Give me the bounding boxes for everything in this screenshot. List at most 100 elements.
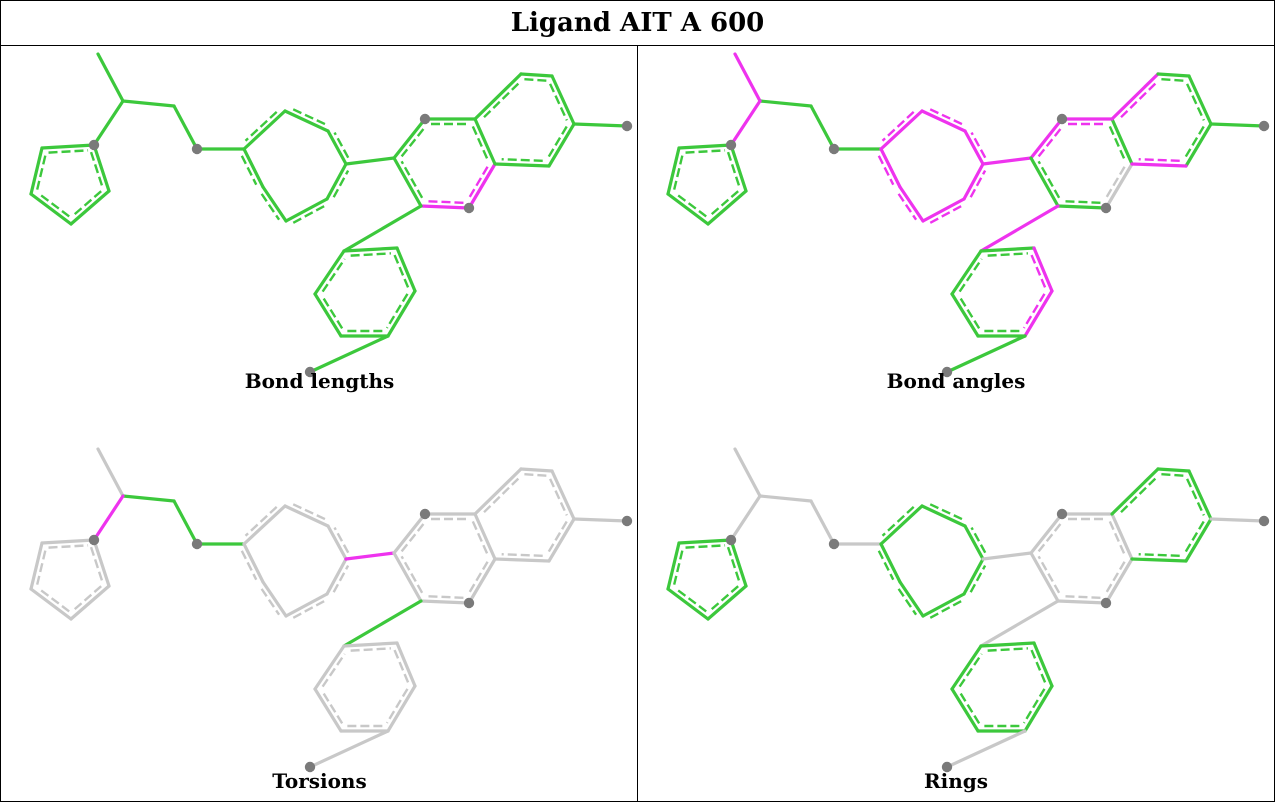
bond-dash-r2-r3 [1186, 83, 1205, 121]
bond-dash-cp4-cp5 [673, 154, 684, 190]
bond-q3-q4 [473, 117, 497, 166]
bond-dash-cp5-cp1 [685, 149, 726, 154]
atom-cp1 [725, 139, 737, 151]
bond-q4-q5 [467, 557, 497, 605]
bond-r2-r3 [1187, 74, 1213, 126]
bond-dash-q3-r1 [483, 82, 520, 119]
bond-dash-b5-b6 [958, 258, 983, 293]
bond-me-ca [96, 52, 125, 103]
bond-dash-q3-q4 [471, 520, 490, 557]
bond-dash-t4-t3 [333, 526, 350, 554]
bond-dash-t1-t7 [877, 155, 895, 186]
caption-rings: Rings [923, 769, 988, 793]
bond-t6-t5 [921, 197, 966, 223]
bond-dash-t6-t5 [292, 204, 326, 224]
bond-dash-t3-t2 [928, 502, 963, 521]
bond-dash-r1-r2 [524, 78, 549, 82]
bond-t5-t4 [962, 557, 985, 596]
bond-b6-b1 [342, 641, 399, 648]
bond-q3-q4 [1110, 512, 1134, 561]
bond-cp2-cp3 [69, 584, 111, 621]
bond-cp1-cp2 [729, 538, 748, 588]
bond-dash-cp5-cp1 [48, 149, 89, 154]
bond-r4-q4 [493, 162, 551, 168]
bond-dash-t7-t6 [897, 588, 918, 616]
bond-dash-q3-r1 [1120, 82, 1157, 119]
bond-dash-q3-q4 [1108, 520, 1127, 557]
panel-rings: Rings [637, 401, 1275, 802]
atom-s [828, 538, 840, 550]
bond-dash-b4-b5 [321, 690, 344, 724]
bond-dash-q1-q2 [1037, 126, 1064, 158]
bond-cp5-cp1 [40, 143, 96, 150]
bond-q3-r1 [1110, 467, 1160, 516]
bond-b3-bm [945, 334, 1027, 374]
bond-t7-t6 [261, 580, 288, 618]
atom-bm [941, 761, 953, 773]
atom-cp1 [725, 534, 737, 546]
bond-dash-cp4-cp5 [36, 549, 47, 585]
bond-b4-b5 [313, 687, 343, 733]
panel-bond-lengths: Bond lengths [0, 46, 638, 402]
bond-b2-b3 [386, 684, 417, 733]
bond-b4-b5 [950, 292, 980, 338]
bond-b6-b1 [979, 641, 1036, 648]
bond-dash-r2-r3 [1186, 478, 1205, 516]
bond-dash-q4-q5 [466, 166, 489, 201]
bond-r3-cl [572, 122, 629, 128]
bond-cp4-cp5 [29, 146, 44, 196]
bond-dash-r2-r3 [549, 83, 568, 121]
bond-dash-q4-q5 [466, 561, 489, 596]
bond-dash-q1-q2 [400, 521, 427, 553]
bond-t7-t6 [898, 185, 925, 223]
bond-q1-q2 [1029, 117, 1064, 160]
bond-dash-b1-b2 [1030, 649, 1047, 684]
bond-q6-q1 [392, 551, 423, 603]
bond-dash-b6-b1 [987, 252, 1028, 257]
bond-b2-b3 [386, 289, 417, 338]
bond-ca-cb [121, 99, 176, 108]
bond-dash-b6-b1 [987, 647, 1028, 652]
bond-dash-b6-b1 [350, 647, 391, 652]
bond-dash-t4-t3 [333, 131, 350, 159]
bond-dash-r4-q4 [501, 553, 543, 557]
bond-t1-t7 [879, 147, 902, 189]
bond-r4-q4 [1130, 557, 1188, 563]
bond-dash-q5-q6 [1063, 200, 1101, 204]
bond-dash-cp4-cp5 [673, 549, 684, 585]
bond-dash-q6-q1 [400, 555, 424, 594]
bond-dash-cp1-cp2 [726, 151, 741, 188]
bond-t3-t2 [920, 109, 967, 133]
bond-dash-b5-b6 [958, 653, 983, 688]
bond-q3-r1 [473, 72, 523, 121]
bond-dash-q3-q4 [471, 125, 490, 162]
molecule-rings [666, 447, 1270, 773]
bond-t4-t3 [326, 129, 348, 166]
bond-t7-t6 [261, 185, 288, 223]
bond-r3-cl [572, 517, 629, 523]
atom-bm [304, 366, 316, 378]
bond-r1-r2 [1156, 72, 1191, 78]
bond-dash-r2-r3 [549, 478, 568, 516]
bond-r4-q4 [1130, 162, 1188, 168]
bond-ca-cb [121, 494, 176, 503]
bond-q3-q4 [1110, 117, 1134, 166]
bond-cb-s [172, 104, 199, 151]
bond-q5-q6 [419, 599, 471, 605]
bond-q4-q5 [467, 162, 497, 210]
bond-t4-t3 [963, 524, 985, 561]
bond-t2-t1 [242, 109, 287, 151]
bond-t4-q1 [344, 551, 396, 561]
bond-t1-t7 [242, 542, 265, 584]
bond-r2-r3 [1187, 469, 1213, 521]
atom-cp1 [88, 534, 100, 546]
bond-cp1-cp2 [92, 143, 111, 193]
bond-q5-q6 [1056, 599, 1108, 605]
atom-cp1 [88, 139, 100, 151]
bond-dash-t2-t1 [244, 111, 278, 142]
bond-dash-cp3-cp4 [38, 192, 70, 218]
bond-dash-cp1-cp2 [89, 546, 104, 583]
bond-dash-cp3-cp4 [675, 587, 707, 613]
bond-dash-t3-t2 [291, 107, 326, 126]
bond-dash-b2-b3 [1022, 688, 1046, 724]
